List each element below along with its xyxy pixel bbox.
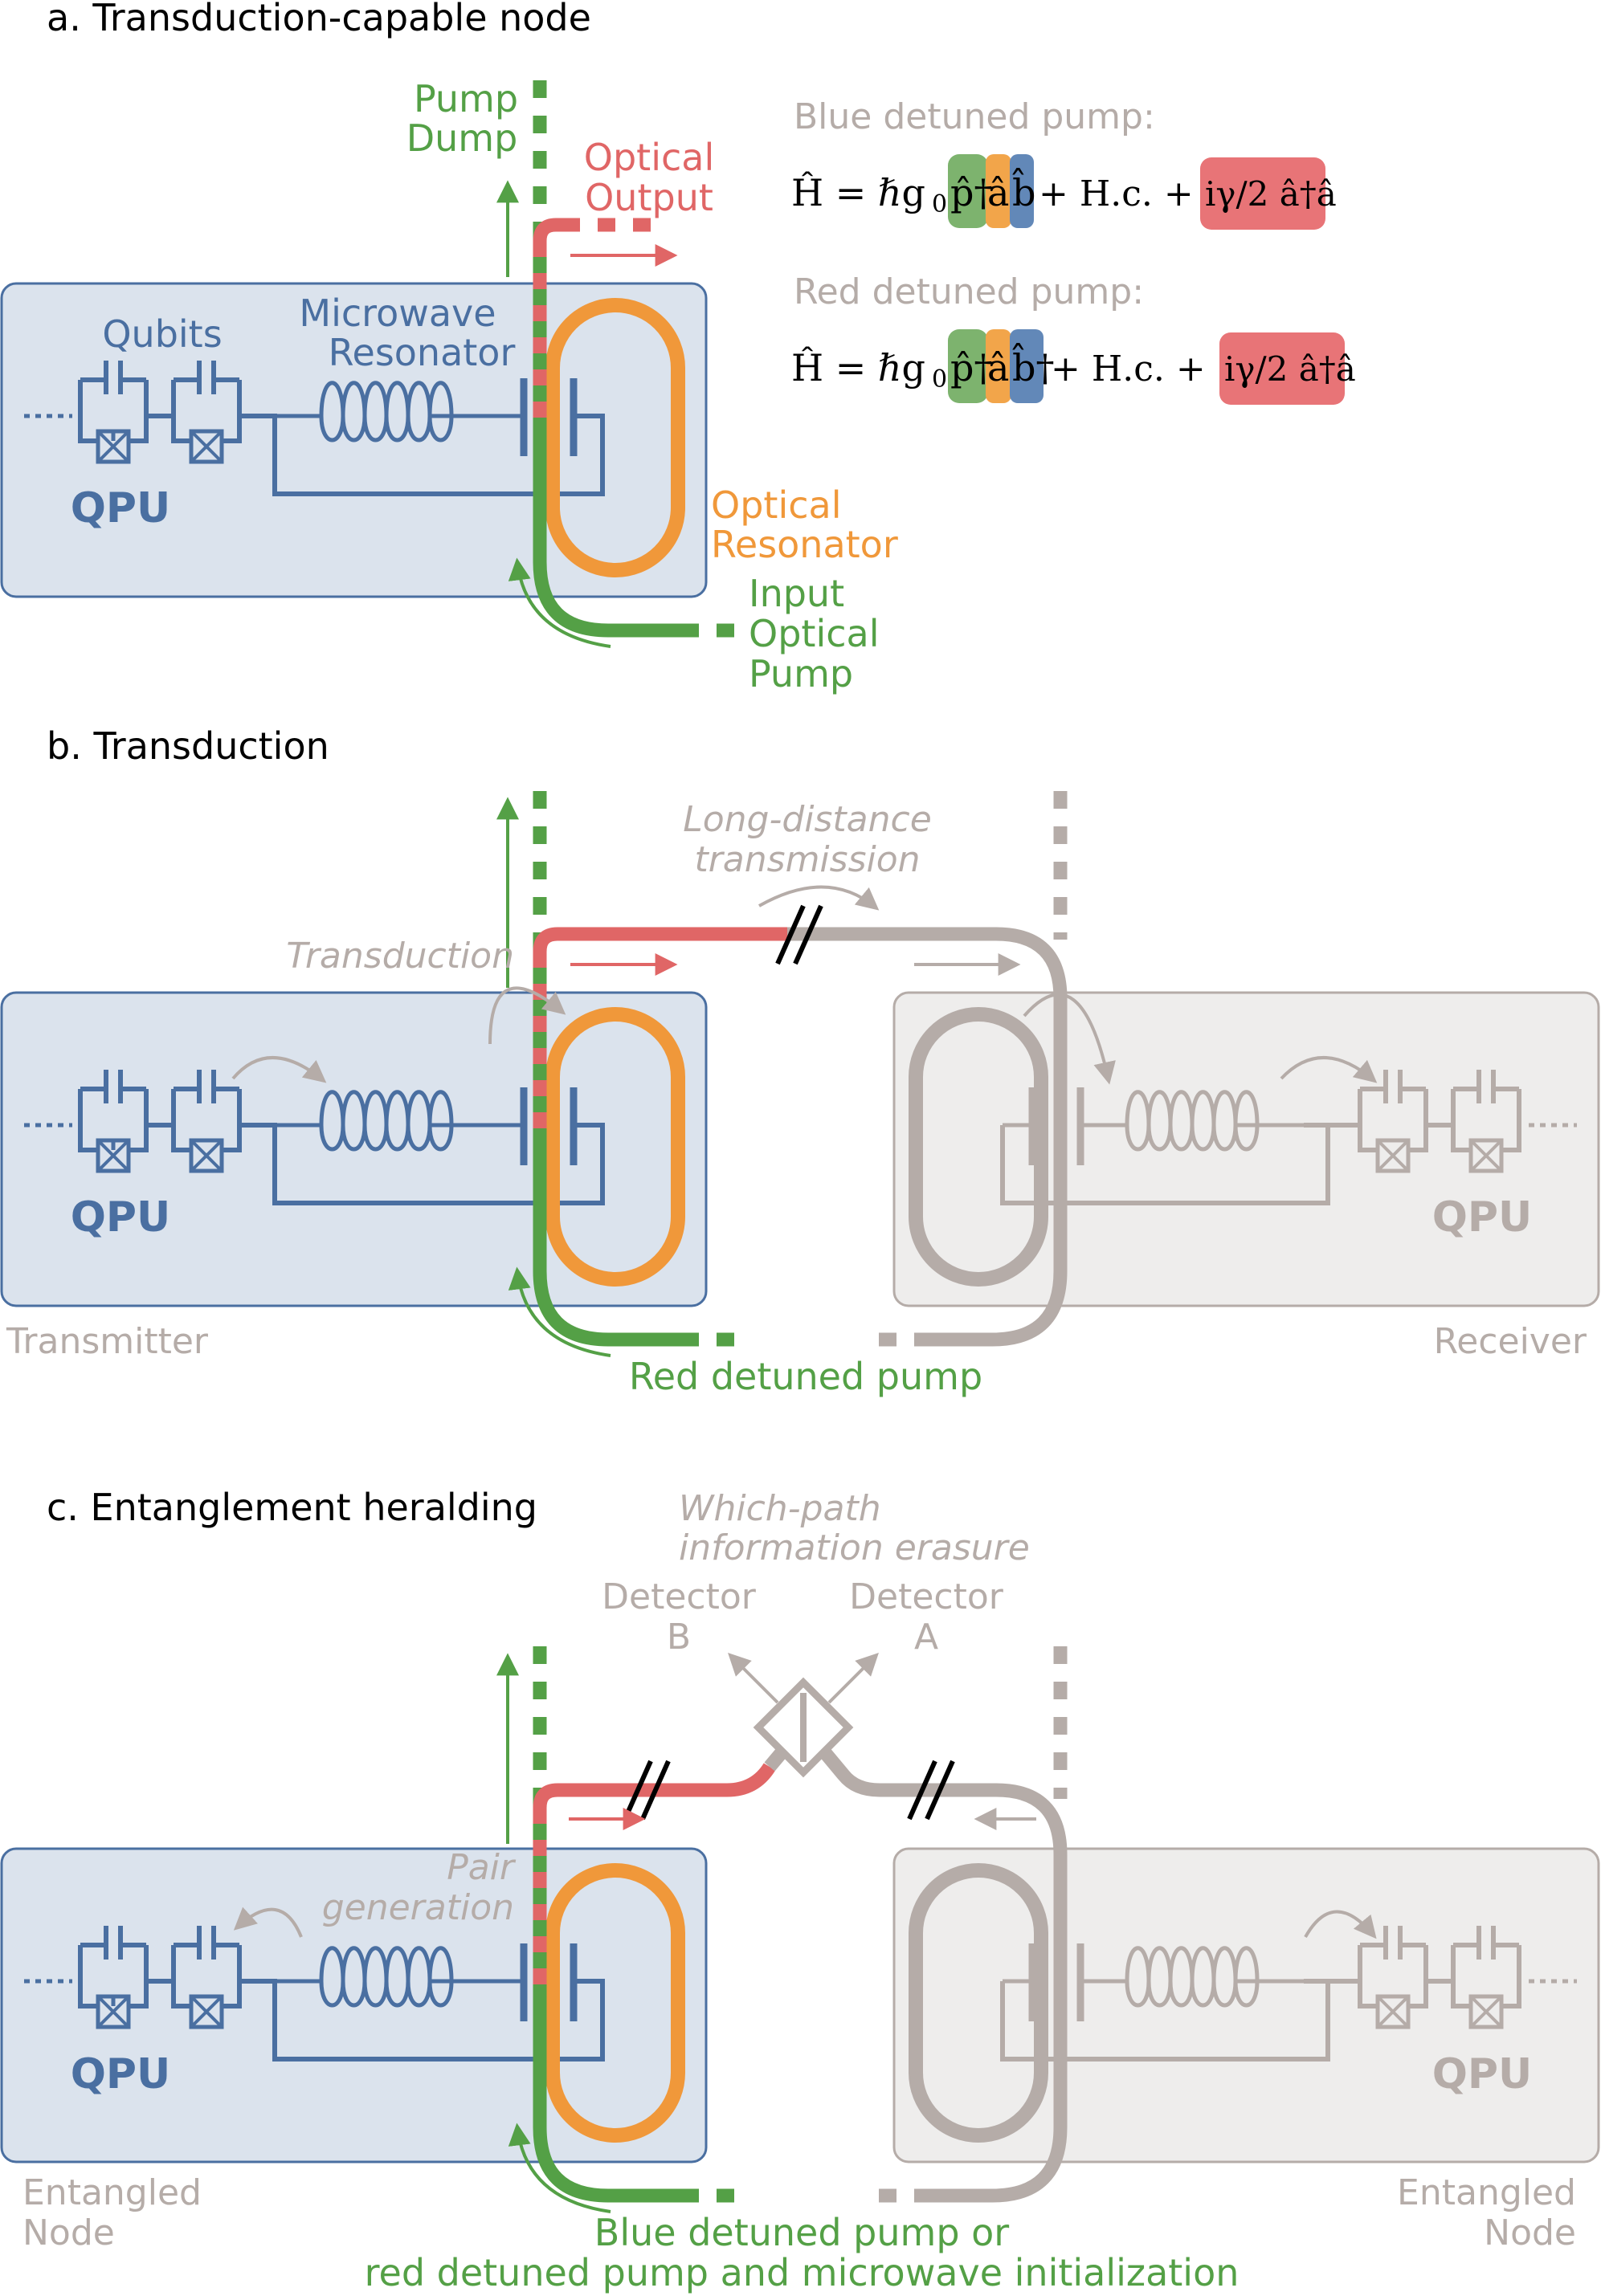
blue-pump-label: Blue detuned pump: [794, 96, 1155, 137]
optical-output-label-1: Optical [584, 136, 714, 179]
red-pump-label: Red detuned pump [629, 1355, 982, 1398]
pump-dump-label-1: Pump [414, 77, 518, 120]
panel-c: c. Entanglement heralding Which-path inf… [0, 1486, 1600, 2294]
eq-red-loss: iγ/2 â†â [1224, 349, 1356, 389]
detector-a-label-1: Detector [849, 1576, 1004, 1617]
eq-red-a: â [987, 346, 1009, 389]
equation-blue: Ĥ = ℏg 0 p̂† â b̂ + H.c. + iγ/2 â†â [791, 154, 1337, 230]
optical-output-label-2: Output [585, 176, 713, 219]
beamsplitter [728, 1653, 879, 1778]
which-path-label-2: information erasure [679, 1527, 1030, 1568]
pair-generation-label-1: Pair [447, 1847, 517, 1888]
eq-blue-b: b̂ [1012, 167, 1036, 214]
eq-blue-a: â [987, 171, 1009, 214]
eq-red-lhs: Ĥ = ℏg [791, 345, 925, 389]
qpu-label: QPU [71, 484, 171, 532]
input-pump-label-1: Input [749, 572, 844, 615]
long-distance-label-1: Long-distance [683, 799, 932, 840]
detector-b-label-1: Detector [602, 1576, 757, 1617]
eq-blue-sub: 0 [932, 190, 947, 218]
qpu-left-label: QPU [71, 2050, 171, 2098]
eq-blue-loss: iγ/2 â†â [1205, 174, 1337, 214]
red-pump-label: Red detuned pump: [794, 271, 1144, 312]
eq-red-p: p̂† [950, 346, 992, 389]
optical-resonator-label-2: Resonator [711, 523, 898, 566]
eq-red-hc: + H.c. + [1051, 349, 1206, 389]
transduction-label: Transduction [286, 936, 514, 977]
input-pump-label-3: Pump [749, 652, 853, 695]
qpu-left-label: QPU [71, 1193, 171, 1242]
panel-b: b. Transduction QPU QPU Long-dis [0, 724, 1600, 1398]
pair-generation-label-2: generation [322, 1887, 514, 1928]
equation-red: Ĥ = ℏg 0 p̂† â b̂† + H.c. + iγ/2 â†â [791, 329, 1356, 405]
entangled-right-label-2: Node [1484, 2212, 1576, 2253]
transmitter-label: Transmitter [6, 1321, 209, 1362]
long-distance-label-2: transmission [694, 839, 920, 880]
panel-a: a. Transduction-capable node Qubits Micr… [0, 0, 1356, 695]
entangled-left-label-1: Entangled [22, 2172, 202, 2213]
detector-b-label-2: B [667, 1617, 691, 1658]
qubits-label: Qubits [102, 312, 222, 356]
eq-red-b: b̂† [1012, 342, 1055, 389]
receiver-label: Receiver [1434, 1321, 1587, 1362]
eq-blue-hc: + H.c. + [1039, 173, 1194, 214]
detector-a-label-2: A [914, 1617, 938, 1658]
pump-waveguide [533, 225, 681, 638]
input-pump-label-2: Optical [749, 612, 879, 655]
which-path-label-1: Which-path [679, 1488, 881, 1529]
microwave-resonator-label-1: Microwave [299, 292, 496, 335]
entangled-left-label-2: Node [22, 2212, 115, 2253]
panel-c-title: c. Entanglement heralding [47, 1486, 537, 1529]
entangled-right-label-1: Entangled [1397, 2172, 1576, 2213]
panel-b-title: b. Transduction [47, 724, 329, 768]
qpu-right-label: QPU [1432, 1193, 1533, 1242]
optical-resonator [545, 298, 685, 577]
microwave-resonator-label-2: Resonator [329, 331, 516, 374]
eq-blue-lhs: Ĥ = ℏg [791, 170, 925, 214]
eq-red-sub: 0 [932, 365, 947, 394]
panel-a-title: a. Transduction-capable node [47, 0, 591, 39]
pump-label-1: Blue detuned pump or [594, 2211, 1010, 2254]
qpu-right-label: QPU [1432, 2050, 1533, 2098]
pump-dump-label-2: Dump [406, 116, 518, 160]
eq-blue-p: p̂† [950, 171, 992, 214]
pump-label-2: red detuned pump and microwave initializ… [365, 2251, 1240, 2294]
optical-resonator-label-1: Optical [711, 483, 841, 527]
